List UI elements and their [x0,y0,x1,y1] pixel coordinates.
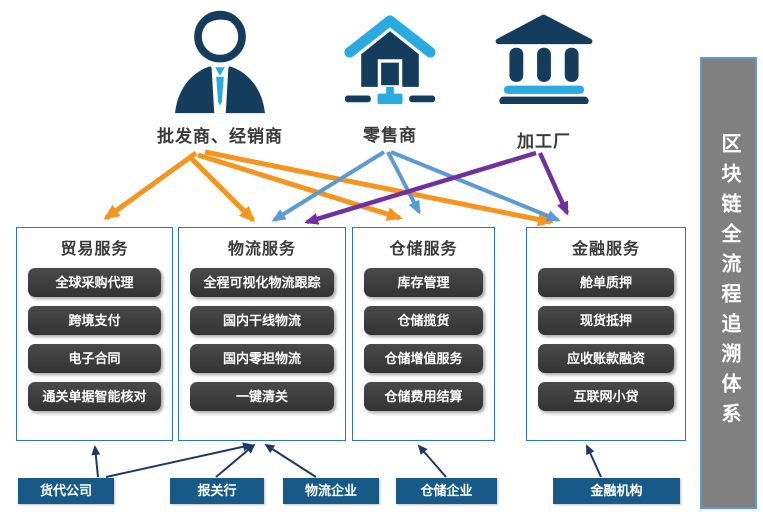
blockchain-traceability-banner: 区块链全流程追溯体系 [700,57,757,509]
service-chip: 舱单质押 [538,268,674,297]
service-chip: 仓储揽货 [364,306,483,335]
bottom-box-customs-broker: 报关行 [170,478,264,504]
service-box-title: 金融服务 [571,241,640,258]
service-chip: 仓储增值服务 [364,344,483,373]
service-chip: 国内干线物流 [190,306,334,335]
service-chip: 跨境支付 [28,306,161,335]
service-chip-list: 库存管理 仓储揽货 仓储增值服务 仓储费用结算 [353,264,494,411]
entity-wholesaler: 批发商、经销商 [120,0,320,150]
arrows-from-wholesaler [103,149,554,227]
service-chip: 互联网小贷 [538,382,674,411]
bottom-box-logistics-company: 物流企业 [283,478,379,504]
arrows-from-retailer [271,150,561,222]
service-box-logistics: 物流服务 全程可视化物流跟踪 国内干线物流 国内零担物流 一键清关 [178,227,346,441]
service-chip: 现货抵押 [538,306,674,335]
bottom-box-warehouse-company: 仓储企业 [396,478,497,504]
service-chip: 应收账款融资 [538,344,674,373]
service-box-title: 贸易服务 [60,241,129,258]
service-box-warehouse: 仓储服务 库存管理 仓储揽货 仓储增值服务 仓储费用结算 [352,227,495,441]
service-box-finance: 金融服务 舱单质押 现货抵押 应收账款融资 互联网小贷 [526,227,686,441]
arrows-from-factory [304,150,570,225]
service-chip: 仓储费用结算 [364,382,483,411]
service-chip: 一键清关 [190,382,334,411]
service-chip: 全程可视化物流跟踪 [190,268,334,297]
entity-label-retailer: 零售商 [363,126,417,145]
networked-house-icon [344,15,436,105]
entity-factory: 加工厂 [474,0,614,160]
service-chip: 电子合同 [28,344,161,373]
service-box-trade: 贸易服务 全球采购代理 跨境支付 电子合同 通关单据智能核对 [16,227,173,441]
service-chip: 通关单据智能核对 [28,382,161,411]
service-chip: 国内零担物流 [190,344,334,373]
service-chip-list: 全程可视化物流跟踪 国内干线物流 国内零担物流 一键清关 [179,264,345,411]
bank-icon [495,14,593,104]
service-chip: 库存管理 [364,268,483,297]
businessman-icon [175,10,265,114]
banner-text: 区块链全流程追溯体系 [718,133,740,433]
bottom-box-financial-institution: 金融机构 [553,478,680,504]
service-box-title: 仓储服务 [389,241,458,258]
service-chip-list: 舱单质押 现货抵押 应收账款融资 互联网小贷 [527,264,685,411]
service-box-title: 物流服务 [227,241,296,258]
arrows-from-bottom-boxes [91,442,602,478]
entity-retailer: 零售商 [320,0,460,150]
service-chip-list: 全球采购代理 跨境支付 电子合同 通关单据智能核对 [17,264,172,411]
bottom-box-forwarder: 货代公司 [18,478,114,504]
entity-label-factory: 加工厂 [517,132,571,151]
entity-label-wholesaler: 批发商、经销商 [157,127,283,146]
service-chip: 全球采购代理 [28,268,161,297]
